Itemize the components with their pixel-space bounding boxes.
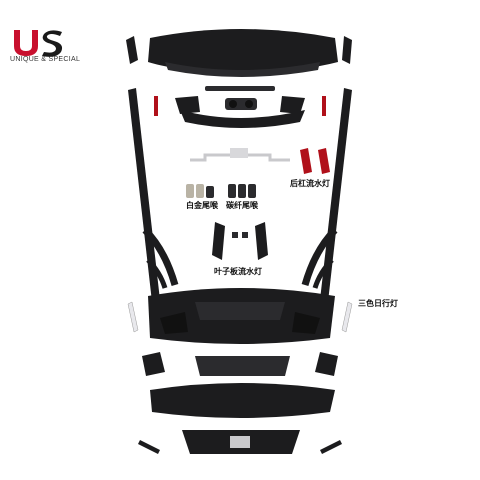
rear-bumper — [148, 29, 338, 77]
fog-light-cover-right — [315, 352, 338, 376]
rear-strip — [205, 86, 275, 91]
rear-bumper-corner-left — [126, 36, 138, 64]
grille-trim-left — [138, 440, 160, 454]
wheel-arch-right — [301, 227, 338, 289]
fender-lights-label: 叶子板流水灯 — [214, 267, 262, 276]
rear-reflector-left — [154, 96, 158, 116]
wheel-arch-left — [142, 227, 179, 289]
drl-right — [341, 301, 353, 333]
rear-vent-right — [280, 96, 305, 114]
grille-trim-right — [320, 440, 342, 454]
tail-lights — [300, 148, 330, 174]
drl-label: 三色日行灯 — [358, 299, 398, 308]
side-skirt-right — [320, 88, 352, 302]
front-lip — [150, 383, 335, 418]
tail-lights-label: 后杠流水灯 — [290, 179, 330, 188]
front-grille — [182, 430, 300, 454]
rear-diffuser — [180, 98, 305, 128]
rear-reflector-right — [322, 96, 326, 116]
brand-logo — [10, 28, 120, 74]
exhaust-tips-silver-label: 白金尾喉 — [186, 201, 218, 210]
us-logo-icon — [14, 30, 63, 57]
drl-left — [127, 301, 139, 333]
fog-light-cover-left — [142, 352, 165, 376]
fender-lights — [212, 222, 268, 260]
rear-bumper-corner-right — [342, 36, 352, 64]
rear-vent-left — [175, 96, 200, 114]
brand-tagline: UNIQUE & SPECIAL — [10, 56, 81, 63]
exhaust-tips-carbon — [228, 184, 256, 198]
side-skirt-left — [128, 88, 160, 302]
exhaust-tips-silver — [186, 184, 214, 198]
lower-grille-mesh — [195, 356, 290, 376]
exhaust-pipe — [190, 148, 290, 162]
front-bumper — [148, 288, 335, 344]
exhaust-tips-carbon-label: 碳纤尾喉 — [226, 201, 258, 210]
